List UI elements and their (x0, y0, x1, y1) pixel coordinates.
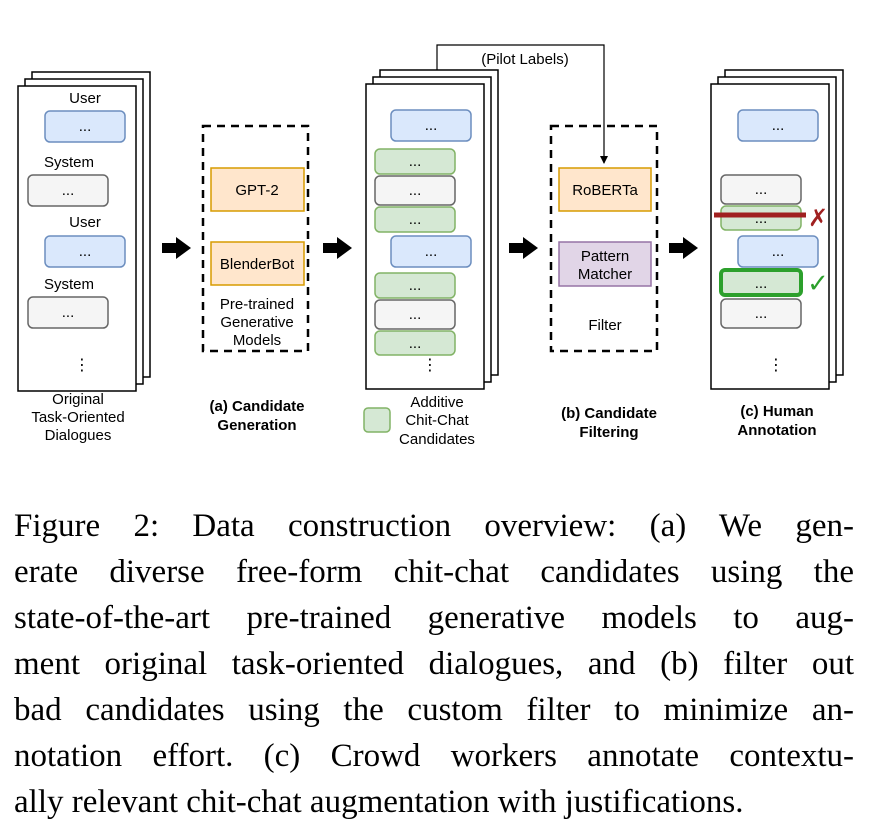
svg-text:Pre-trained: Pre-trained (220, 296, 294, 313)
user-utterance-box (737, 235, 819, 268)
chitchat-legend: Additive Chit-Chat Candidates (363, 394, 475, 448)
svg-text:Task-Oriented: Task-Oriented (31, 409, 124, 426)
candidate-filtering-box: RoBERTa Pattern Matcher Filter (549, 124, 659, 353)
figure-caption: Figure 2: Data construction overview: (a… (14, 503, 854, 825)
svg-text:...: ... (409, 335, 422, 352)
data-construction-diagram: User ... System ... User ... System ... … (17, 44, 844, 448)
chitchat-candidate-box (374, 330, 456, 356)
candidate-generation-label: (a) Candidate Generation (209, 398, 304, 434)
svg-text:Matcher: Matcher (578, 266, 632, 283)
original-dialogues-caption: Original Task-Oriented Dialogues (31, 391, 124, 444)
svg-text:...: ... (755, 181, 768, 198)
caption-line: state-of-the-art pre-trained generative … (14, 600, 854, 636)
augmented-dialogues-stack: ... ... ... ... ... ... ... ... ⋮ (365, 69, 499, 390)
pilot-labels-text: (Pilot Labels) (481, 51, 569, 68)
system-utterance-box (720, 298, 802, 329)
reject-cross-icon: ✗ (808, 205, 828, 232)
svg-text:Annotation: Annotation (737, 422, 816, 439)
svg-text:(b) Candidate: (b) Candidate (561, 405, 657, 422)
legend-swatch (363, 407, 391, 433)
svg-text:...: ... (409, 211, 422, 228)
system-utterance-ellipsis: ... (62, 182, 75, 199)
svg-text:...: ... (409, 182, 422, 199)
user-utterance-box (737, 109, 819, 142)
chitchat-candidate-box (374, 206, 456, 233)
system-utterance-ellipsis: ... (62, 304, 75, 321)
svg-text:...: ... (425, 243, 438, 260)
flow-arrow-icon (509, 237, 538, 259)
vertical-ellipsis: ⋮ (768, 357, 784, 374)
svg-text:Generative: Generative (220, 314, 293, 331)
svg-text:Models: Models (233, 332, 281, 349)
svg-text:Dialogues: Dialogues (45, 427, 112, 444)
svg-text:Pattern: Pattern (581, 248, 629, 265)
svg-text:Original: Original (52, 391, 104, 408)
user-utterance-ellipsis: ... (79, 118, 92, 135)
flow-arrow-icon (162, 237, 191, 259)
svg-text:Candidates: Candidates (399, 431, 475, 448)
pattern-matcher-box (558, 241, 652, 287)
turn-label-system-2: System (44, 276, 94, 293)
system-utterance-box (374, 299, 456, 330)
system-utterance-box (27, 174, 109, 207)
caption-line: notation effort. (c) Crowd workers annot… (14, 738, 854, 774)
caption-line: erate diverse free-form chit-chat candid… (14, 554, 854, 590)
candidate-filtering-label: (b) Candidate Filtering (561, 405, 657, 441)
system-utterance-box (27, 296, 109, 329)
caption-line: ally relevant chit-chat augmentation wit… (14, 784, 744, 820)
human-annotation-label: (c) Human Annotation (737, 403, 816, 439)
rejected-chitchat-box (720, 205, 802, 231)
user-utterance-ellipsis: ... (79, 243, 92, 260)
candidate-generation-box: GPT-2 BlenderBot Pre-trained Generative … (201, 124, 310, 353)
flow-arrow-icon (669, 237, 698, 259)
original-dialogues-stack: User ... System ... User ... System ... … (17, 71, 151, 392)
caption-line: ment original task-oriented dialogues, a… (14, 646, 854, 682)
user-utterance-box (390, 109, 472, 142)
svg-text:(a) Candidate: (a) Candidate (209, 398, 304, 415)
blenderbot-model-box (210, 241, 305, 286)
gpt2-model-box (210, 167, 305, 212)
system-utterance-box (720, 174, 802, 205)
caption-line: Figure 2: Data construction overview: (a… (14, 508, 854, 544)
blenderbot-label: BlenderBot (220, 256, 295, 273)
roberta-label: RoBERTa (572, 182, 638, 199)
chitchat-candidate-box (374, 272, 456, 299)
system-utterance-box (374, 175, 456, 206)
turn-label-system-1: System (44, 154, 94, 171)
accept-check-icon: ✓ (807, 268, 829, 298)
pilot-labels-arrow: (Pilot Labels) (436, 44, 608, 164)
svg-text:...: ... (425, 117, 438, 134)
user-utterance-box (44, 110, 126, 143)
user-utterance-box (390, 235, 472, 268)
svg-text:Generation: Generation (217, 417, 296, 434)
svg-text:...: ... (755, 305, 768, 322)
svg-text:...: ... (409, 153, 422, 170)
turn-label-user-1: User (69, 90, 101, 107)
roberta-model-box (558, 167, 652, 212)
flow-arrow-icon (323, 237, 352, 259)
svg-text:...: ... (772, 117, 785, 134)
caption-line: bad candidates using the custom filter t… (14, 692, 854, 728)
chitchat-candidate-box (374, 148, 456, 175)
vertical-ellipsis: ⋮ (422, 357, 438, 374)
gpt2-label: GPT-2 (235, 182, 278, 199)
svg-text:(c) Human: (c) Human (740, 403, 813, 420)
svg-text:Chit-Chat: Chit-Chat (405, 412, 469, 429)
user-utterance-box (44, 235, 126, 268)
svg-text:...: ... (409, 277, 422, 294)
svg-text:...: ... (772, 243, 785, 260)
filter-label: Filter (588, 317, 621, 334)
svg-text:...: ... (755, 275, 768, 292)
turn-label-user-2: User (69, 214, 101, 231)
accepted-chitchat-box (719, 268, 803, 297)
svg-text:...: ... (409, 306, 422, 323)
vertical-ellipsis: ⋮ (74, 357, 90, 374)
annotated-dialogues-stack: ... ... ... ✗ ... ... ✓ ... ⋮ (710, 69, 844, 390)
svg-text:Additive: Additive (410, 394, 463, 411)
svg-text:Filtering: Filtering (579, 424, 638, 441)
